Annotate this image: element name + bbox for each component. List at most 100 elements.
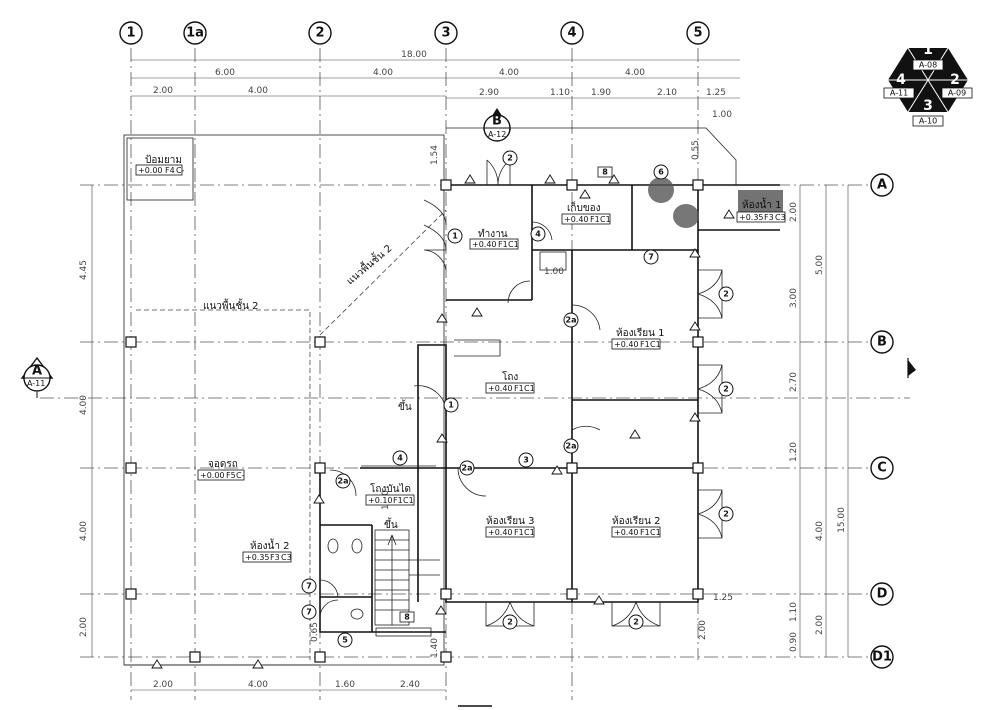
svg-text:C-: C- bbox=[176, 166, 185, 175]
svg-text:4: 4 bbox=[535, 230, 541, 239]
svg-text:+0.40: +0.40 bbox=[614, 528, 639, 537]
svg-text:2: 2 bbox=[507, 618, 513, 627]
svg-text:8: 8 bbox=[404, 613, 410, 622]
room-label-classroom-3: ห้องเรียน 3 +0.40 F1 C1 bbox=[485, 515, 535, 538]
svg-text:2: 2 bbox=[633, 618, 639, 627]
dimensions-top: 18.00 6.00 4.00 4.00 4.00 2.00 4.00 2.90… bbox=[131, 50, 740, 120]
svg-text:7: 7 bbox=[306, 608, 312, 617]
dim-right-outer-2: 4.00 bbox=[815, 521, 825, 541]
door-tag: 2 bbox=[718, 506, 734, 522]
svg-text:1: 1 bbox=[923, 42, 933, 58]
dim-top-main-2: 4.00 bbox=[373, 68, 393, 78]
svg-text:B: B bbox=[877, 335, 887, 350]
svg-text:F1: F1 bbox=[514, 528, 524, 537]
svg-text:C: C bbox=[877, 461, 887, 476]
door-tags: 1 1 2 2 2 2 2 2 2a 2a 2a 2a 3 4 4 5 6 7 … bbox=[301, 150, 734, 648]
svg-text:C3: C3 bbox=[775, 213, 786, 222]
site-outline bbox=[123, 127, 737, 666]
svg-text:+0.40: +0.40 bbox=[614, 340, 639, 349]
grid-bubble-col-5: 5 bbox=[686, 21, 710, 45]
svg-text:C1: C1 bbox=[524, 384, 535, 393]
section-marker-A: A A-11 bbox=[20, 356, 54, 398]
door-tag: 6 bbox=[653, 164, 669, 180]
svg-text:1: 1 bbox=[452, 232, 458, 241]
dim-top-sub-right-3: 1.90 bbox=[591, 88, 611, 98]
dim-right-inner-1: 2.00 bbox=[789, 202, 799, 222]
door-tag: 4 bbox=[530, 226, 546, 242]
dim-left-3: 4.00 bbox=[79, 521, 89, 541]
dimensions-left: 4.45 4.00 4.00 2.00 bbox=[79, 185, 93, 657]
svg-text:F1: F1 bbox=[514, 384, 524, 393]
svg-text:C1: C1 bbox=[524, 528, 535, 537]
svg-text:ห้องน้ำ 2: ห้องน้ำ 2 bbox=[250, 538, 289, 552]
dim-top-sub-right-1: 2.90 bbox=[479, 88, 499, 98]
dim-bottom-3: 1.60 bbox=[335, 680, 355, 690]
door-tag: 5 bbox=[337, 632, 353, 648]
svg-text:2: 2 bbox=[507, 154, 513, 163]
dim-right-inner-3: 2.70 bbox=[789, 372, 799, 392]
door-tag: 7 bbox=[643, 249, 659, 265]
svg-text:A-09: A-09 bbox=[948, 89, 966, 98]
grid-bubble-row-D: D bbox=[870, 582, 894, 606]
svg-text:F5: F5 bbox=[226, 471, 236, 480]
svg-text:2a: 2a bbox=[566, 442, 577, 451]
dim-top-main-4: 4.00 bbox=[625, 68, 645, 78]
svg-text:เก็บของ: เก็บของ bbox=[567, 200, 601, 214]
svg-text:F1: F1 bbox=[640, 340, 650, 349]
grid-bubble-row-C: C bbox=[870, 456, 894, 480]
svg-text:C1: C1 bbox=[650, 340, 661, 349]
dim-top-main-1: 6.00 bbox=[215, 68, 235, 78]
grid-bubble-row-A: A bbox=[870, 173, 894, 197]
svg-text:D: D bbox=[877, 587, 888, 602]
svg-text:4: 4 bbox=[896, 72, 906, 88]
room-label-storage: เก็บของ +0.40 F1 C1 bbox=[561, 200, 611, 225]
svg-text:ห้องเรียน 1: ห้องเรียน 1 bbox=[616, 327, 665, 339]
svg-text:C1: C1 bbox=[403, 496, 414, 505]
svg-text:+0.00: +0.00 bbox=[200, 471, 225, 480]
floor-line-label-lower: แนวพื้นชั้น 2 bbox=[203, 298, 259, 312]
dim-top-sub-right-4: 2.10 bbox=[657, 88, 677, 98]
svg-text:1: 1 bbox=[126, 26, 135, 41]
stair-up-label-hall: ขึ้น bbox=[398, 399, 412, 413]
svg-text:3: 3 bbox=[923, 98, 933, 114]
door-tag: 2a bbox=[335, 473, 351, 489]
doors-windows bbox=[319, 159, 723, 637]
door-tag: 1 bbox=[443, 397, 459, 413]
svg-text:โถง: โถง bbox=[502, 370, 518, 383]
svg-text:A-11: A-11 bbox=[890, 89, 908, 98]
room-label-toilet-2: ห้องน้ำ 2 +0.35 F3 C3 bbox=[242, 538, 292, 563]
svg-text:+0.35: +0.35 bbox=[245, 553, 270, 562]
dim-top-main-3: 4.00 bbox=[499, 68, 519, 78]
key-plan-item-4: 4 A-11 bbox=[883, 72, 915, 99]
svg-text:2: 2 bbox=[723, 290, 729, 299]
dim-top-sub-right-2: 1.10 bbox=[550, 88, 570, 98]
svg-text:A: A bbox=[877, 178, 887, 193]
svg-text:C1: C1 bbox=[600, 215, 611, 224]
dimensions-bottom: 2.00 4.00 1.60 2.40 bbox=[131, 680, 446, 691]
svg-text:2a: 2a bbox=[566, 316, 577, 325]
dim-small-4: 1.40 bbox=[430, 638, 440, 658]
svg-text:ห้องเรียน 2: ห้องเรียน 2 bbox=[612, 515, 661, 527]
svg-text:ห้องเรียน 3: ห้องเรียน 3 bbox=[486, 515, 535, 527]
dim-right-inner-4: 1.20 bbox=[789, 442, 799, 462]
svg-text:+0.40: +0.40 bbox=[472, 240, 497, 249]
svg-text:F4: F4 bbox=[165, 166, 175, 175]
svg-text:8: 8 bbox=[602, 168, 608, 177]
building-walls bbox=[319, 184, 780, 633]
dim-right-outer-1: 5.00 bbox=[815, 255, 825, 275]
svg-text:A: A bbox=[32, 364, 42, 379]
svg-text:1a: 1a bbox=[186, 26, 204, 41]
svg-text:4: 4 bbox=[567, 26, 576, 41]
svg-text:7: 7 bbox=[648, 253, 654, 262]
room-label-toilet-1: ห้องน้ำ 1 +0.35 F3 C3 bbox=[736, 197, 786, 223]
svg-text:โถงบันได: โถงบันได bbox=[370, 482, 411, 495]
svg-text:2a: 2a bbox=[338, 477, 349, 486]
svg-text:C1: C1 bbox=[508, 240, 519, 249]
svg-text:F1: F1 bbox=[590, 215, 600, 224]
key-plan-item-1: 1 A-08 bbox=[912, 42, 944, 71]
stair-up-label-stair: ขึ้น bbox=[384, 517, 398, 531]
door-tag: 1 bbox=[447, 228, 463, 244]
svg-text:F3: F3 bbox=[270, 553, 280, 562]
door-tag: 4 bbox=[392, 450, 408, 466]
svg-text:7: 7 bbox=[306, 582, 312, 591]
